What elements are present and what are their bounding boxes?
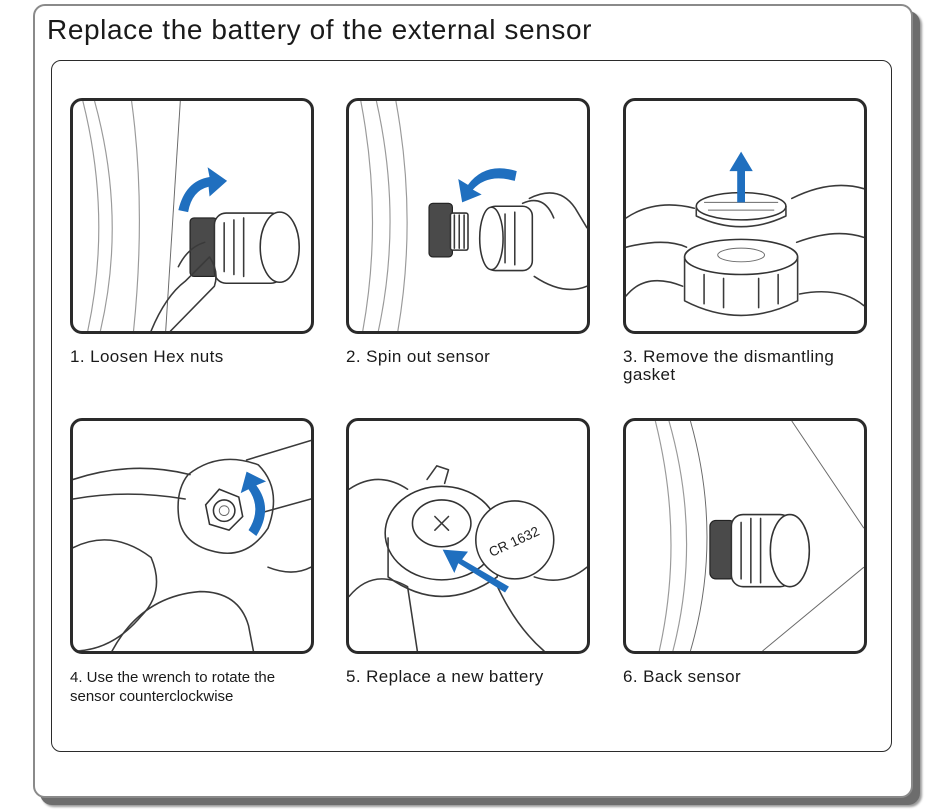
loosen-hex-nut-image [82,101,300,331]
step-3: 3. Remove the dismantling gasket [623,98,873,384]
step-6-illustration [623,418,867,654]
page-title: Replace the battery of the external sens… [47,14,593,45]
step-2-illustration [346,98,590,334]
rotate-wrench-image [73,439,311,651]
step-1: 1. Loosen Hex nuts [70,98,320,366]
step-6: 6. Back sensor [623,418,873,686]
back-sensor-image [654,421,864,651]
step-4: 4. Use the wrench to rotate the sensor c… [70,418,320,706]
step-6-caption: 6. Back sensor [623,667,742,686]
replace-battery-image: CR 1632 [349,465,587,651]
step-3-caption: 3. Remove the dismantling gasket [623,347,835,384]
remove-gasket-image [626,151,864,317]
step-1-caption: 1. Loosen Hex nuts [70,347,224,366]
step-2: 2. Spin out sensor [346,98,596,366]
step-1-illustration [70,98,314,334]
step-4-caption: 4. Use the wrench to rotate the sensor c… [70,669,276,705]
spin-out-sensor-image [360,101,587,331]
step-5-caption: 5. Replace a new battery [346,667,544,686]
step-2-caption: 2. Spin out sensor [346,347,491,366]
step-4-illustration [70,418,314,654]
step-5: CR 1632 5. Replace a new battery [346,418,596,686]
step-3-illustration [623,98,867,334]
step-5-illustration: CR 1632 [346,418,590,654]
